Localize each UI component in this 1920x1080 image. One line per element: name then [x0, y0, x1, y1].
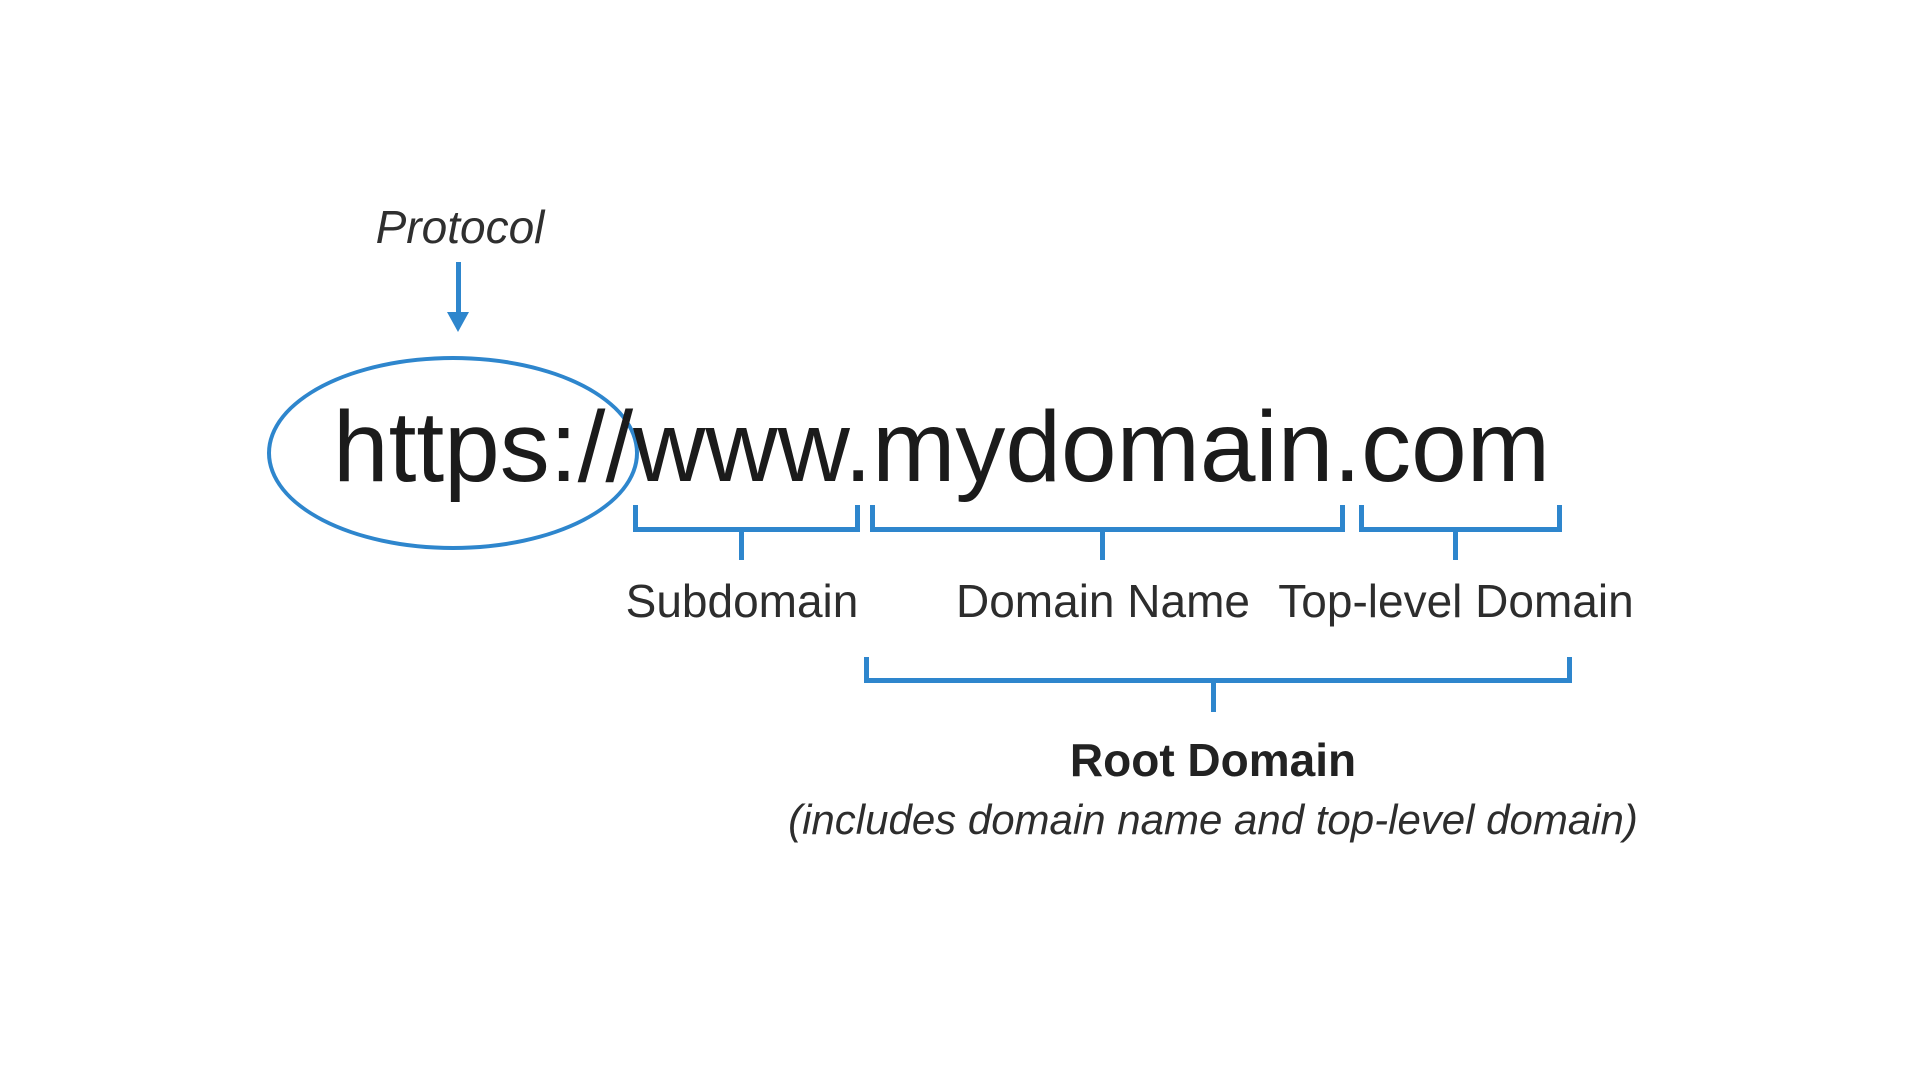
top-level-domain-bracket: [1359, 505, 1562, 532]
root-domain-bracket: [864, 657, 1572, 683]
url-protocol-segment: https://: [333, 391, 634, 503]
subdomain-bracket: [633, 505, 860, 532]
url-text: https://www.mydomain.com: [333, 397, 1550, 497]
url-dot: .: [1333, 391, 1362, 503]
url-domain-segment: mydomain: [872, 391, 1334, 503]
root-domain-label: Root Domain: [1069, 734, 1357, 786]
protocol-ellipse: [267, 356, 639, 550]
subdomain-label: Subdomain: [625, 575, 859, 627]
url-dot: .: [844, 391, 873, 503]
subdomain-bracket-stem: [739, 530, 744, 560]
down-arrow-icon: [456, 262, 461, 314]
protocol-label: Protocol: [375, 201, 545, 253]
url-subdomain-segment: www: [633, 391, 845, 503]
domain-name-bracket: [870, 505, 1345, 532]
top-level-domain-label: Top-level Domain: [1278, 575, 1634, 627]
domain-name-label: Domain Name: [956, 575, 1250, 627]
url-tld-segment: com: [1361, 391, 1551, 503]
root-domain-note: (includes domain name and top-level doma…: [788, 796, 1638, 843]
domain-name-bracket-stem: [1100, 530, 1105, 560]
down-arrow-head-icon: [447, 312, 469, 332]
root-domain-bracket-stem: [1211, 681, 1216, 712]
top-level-domain-bracket-stem: [1453, 530, 1458, 560]
